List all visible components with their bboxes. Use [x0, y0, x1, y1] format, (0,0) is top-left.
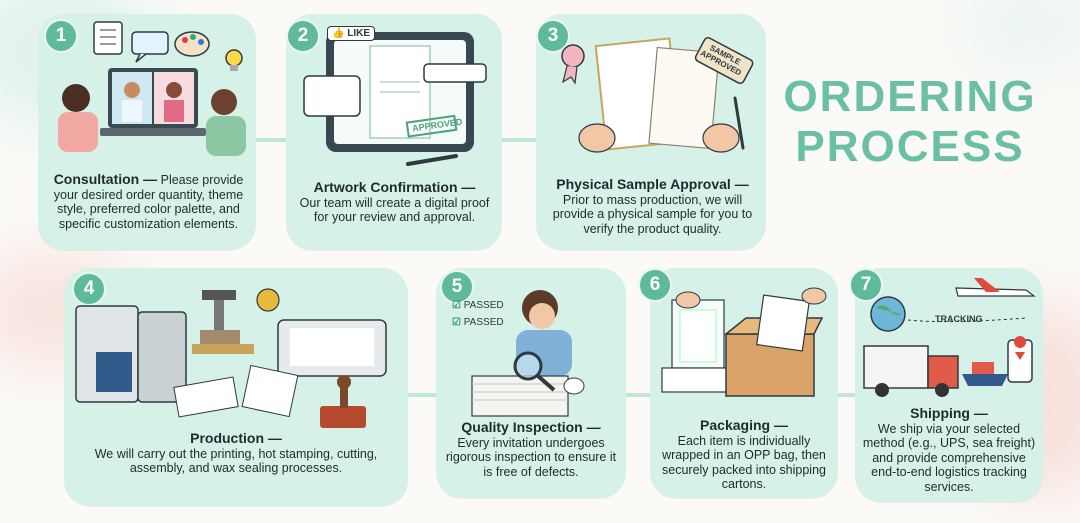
- inspector-icon: [471, 290, 585, 417]
- step-caption: Physical Sample Approval — Prior to mass…: [545, 177, 760, 236]
- connector-line: [405, 393, 437, 397]
- like-icon: 👍: [332, 28, 345, 39]
- step-caption: Production — We will carry out the print…: [88, 431, 384, 476]
- chat-bubble-icon: [131, 31, 169, 63]
- step-description: Prior to mass production, we will provid…: [552, 192, 753, 236]
- truck-icon: [863, 278, 1036, 397]
- passed-label: PASSED: [463, 317, 504, 328]
- step-heading: Production —: [190, 430, 282, 446]
- checkbox-icon: ☑: [452, 317, 461, 328]
- foil-coin-icon: [256, 288, 280, 312]
- connector-line: [255, 138, 290, 142]
- title-line-1: ORDERING: [783, 72, 1037, 121]
- phone-location-icon: [1007, 336, 1033, 383]
- tracking-label: TRACKING: [935, 314, 983, 324]
- connector-line: [500, 138, 540, 142]
- step-caption: Artwork Confirmation — Our team will cre…: [292, 180, 497, 225]
- connector-line: [835, 393, 855, 397]
- step-caption: Quality Inspection — Every invitation un…: [444, 420, 618, 479]
- printer-icon: [75, 288, 387, 428]
- step-description: Each item is individually wrapped in an …: [662, 433, 826, 492]
- step-caption: Packaging — Each item is individually wr…: [658, 418, 830, 492]
- stamp: [405, 114, 458, 138]
- step-number-badge: 2: [286, 19, 320, 53]
- wax-seal-icon: [320, 375, 366, 428]
- carton-box-icon: [661, 287, 827, 397]
- hot-stamp-press-icon: [192, 290, 254, 354]
- connector-line: [625, 393, 650, 397]
- step-caption: Shipping — We ship via your selected met…: [860, 406, 1038, 494]
- passed-label: PASSED: [463, 300, 504, 311]
- ship-icon: [962, 362, 1008, 386]
- step-heading: Consultation —: [53, 171, 158, 187]
- award-ribbon-icon: [561, 44, 585, 85]
- step-number-badge: 5: [440, 270, 474, 304]
- step-number-badge: 1: [44, 19, 78, 53]
- step-description: Every invitation undergoes rigorous insp…: [445, 435, 617, 479]
- tablet-icon: [303, 32, 487, 166]
- step-heading: Shipping —: [910, 405, 988, 421]
- title-line-2: PROCESS: [795, 122, 1025, 171]
- hands-icon: [578, 123, 740, 153]
- step-caption: Consultation — Please provide your desir…: [46, 172, 251, 231]
- step-description: Please provide your desired order quanti…: [53, 173, 244, 231]
- globe-icon: [870, 296, 906, 332]
- magnifier-icon: [513, 351, 556, 392]
- step-description: We ship via your selected method (e.g., …: [862, 421, 1036, 494]
- airplane-icon: [955, 278, 1036, 297]
- passed-check: ☑ PASSED: [452, 317, 504, 328]
- checklist-icon: [93, 21, 123, 55]
- page-title: ORDERING PROCESS: [770, 72, 1050, 172]
- cutter-icon: [277, 319, 387, 377]
- lightbulb-icon: [225, 49, 243, 71]
- step-heading: Physical Sample Approval —: [556, 176, 749, 192]
- step-description: We will carry out the printing, hot stam…: [94, 446, 378, 476]
- step-description: Our team will create a digital proof for…: [299, 195, 490, 225]
- step-heading: Packaging —: [700, 417, 788, 433]
- like-label: LIKE: [347, 28, 371, 39]
- like-badge: 👍 LIKE: [327, 26, 376, 41]
- stylus-icon: [406, 154, 458, 166]
- passed-check: ☑ PASSED: [452, 300, 504, 311]
- video-call-icon: [58, 21, 246, 156]
- step-number-badge: 7: [849, 268, 883, 302]
- palette-icon: [174, 31, 210, 57]
- sample-tag: [694, 37, 754, 85]
- step-number-badge: 3: [536, 19, 570, 53]
- step-number-badge: 6: [638, 268, 672, 302]
- step-number-badge: 4: [72, 272, 106, 306]
- step-heading: Quality Inspection —: [461, 419, 601, 435]
- invitation-card-icon: [561, 37, 754, 153]
- step-heading: Artwork Confirmation —: [313, 179, 476, 195]
- watercolor-wash: [960, 0, 1080, 70]
- opp-bag-icon: [671, 299, 725, 369]
- checkbox-icon: ☑: [452, 300, 461, 311]
